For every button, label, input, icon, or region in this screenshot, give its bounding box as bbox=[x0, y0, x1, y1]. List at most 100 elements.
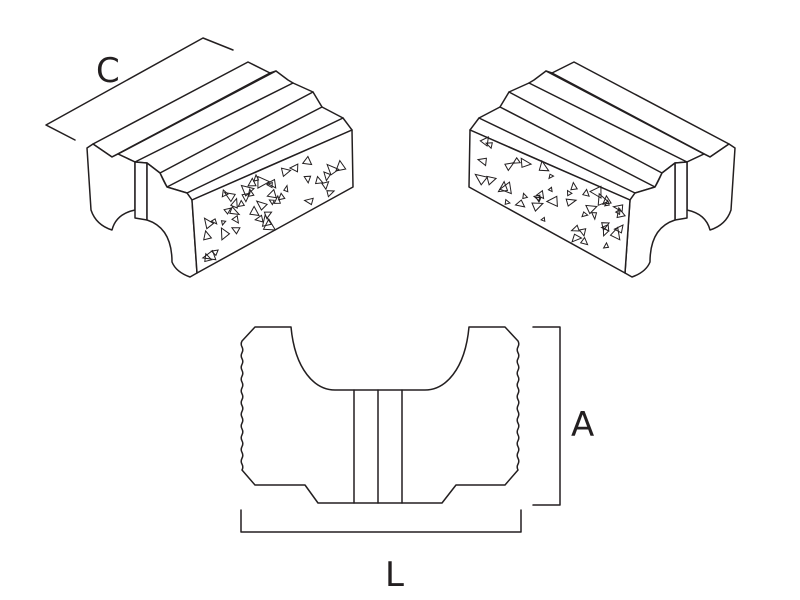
texture-chip bbox=[203, 229, 213, 241]
top-ridge-line bbox=[117, 70, 277, 155]
texture-chip bbox=[602, 226, 610, 238]
texture-chip bbox=[512, 156, 522, 164]
texture-chip bbox=[231, 214, 240, 224]
texture-chip bbox=[210, 249, 219, 257]
top-ridge-line bbox=[478, 117, 636, 194]
dimension-label-a: A bbox=[571, 405, 594, 445]
texture-chip bbox=[570, 224, 580, 232]
texture-chip bbox=[237, 199, 246, 208]
texture-chip bbox=[566, 189, 573, 197]
textured-face bbox=[191, 129, 354, 274]
dimension-bracket-a bbox=[532, 326, 561, 506]
texture-chip bbox=[597, 192, 610, 207]
texture-chip bbox=[254, 214, 264, 223]
texture-chip bbox=[504, 161, 515, 172]
texture-chip bbox=[581, 211, 589, 218]
texture-chip bbox=[229, 205, 241, 216]
texture-chip bbox=[268, 199, 275, 206]
texture-chip bbox=[590, 212, 598, 221]
texture-chip bbox=[504, 198, 511, 205]
texture-chip bbox=[288, 163, 299, 173]
texture-chip bbox=[273, 194, 281, 204]
front-profile-outline bbox=[240, 326, 520, 504]
texture-chip bbox=[570, 181, 579, 191]
texture-chip bbox=[314, 175, 324, 185]
texture-chip bbox=[612, 204, 624, 213]
texture-chip bbox=[538, 159, 550, 172]
top-ridge-line bbox=[499, 106, 656, 188]
texture-chip bbox=[514, 199, 526, 208]
texture-chip bbox=[201, 249, 217, 261]
texture-chip bbox=[603, 199, 610, 207]
texture-chip bbox=[535, 196, 542, 204]
texture-chip bbox=[303, 175, 312, 185]
texture-chip bbox=[484, 142, 493, 150]
texture-chip bbox=[565, 198, 578, 207]
top-ridge-line bbox=[528, 82, 688, 163]
texture-chip bbox=[261, 213, 273, 227]
dimension-line-c bbox=[45, 37, 234, 141]
texture-chip bbox=[326, 190, 336, 198]
texture-chip bbox=[581, 188, 590, 197]
texture-chip bbox=[579, 236, 589, 246]
texture-chip bbox=[266, 178, 277, 189]
dimension-label-l: L bbox=[385, 555, 404, 595]
texture-chip bbox=[257, 175, 271, 189]
texture-chip bbox=[578, 228, 587, 238]
dimension-bracket-l bbox=[240, 509, 522, 533]
isometric-block-right bbox=[468, 61, 736, 278]
block-slot bbox=[134, 161, 148, 221]
texture-chip bbox=[540, 216, 546, 223]
texture-chip bbox=[265, 181, 273, 189]
texture-chip bbox=[221, 189, 229, 198]
texture-chip bbox=[535, 189, 545, 200]
texture-chip bbox=[601, 222, 611, 232]
texture-chip bbox=[522, 192, 529, 200]
texture-chip bbox=[266, 188, 278, 199]
texture-chip bbox=[548, 173, 555, 180]
textured-face bbox=[468, 129, 631, 274]
top-ridge-line bbox=[159, 91, 314, 174]
texture-chip bbox=[609, 226, 621, 241]
dimension-label-c: C bbox=[96, 51, 120, 91]
top-ridge-line bbox=[166, 106, 323, 188]
texture-chip bbox=[247, 187, 255, 198]
texture-chip bbox=[602, 194, 612, 205]
block-end-face-right bbox=[146, 162, 198, 278]
texture-chip bbox=[255, 200, 269, 211]
texture-chip bbox=[283, 184, 289, 193]
texture-chip bbox=[220, 220, 227, 227]
texture-group bbox=[201, 155, 347, 263]
texture-chip bbox=[240, 184, 256, 197]
texture-chip bbox=[571, 233, 583, 243]
texture-chip bbox=[230, 227, 241, 235]
texture-chip bbox=[602, 241, 610, 249]
top-ridge-line bbox=[186, 117, 344, 194]
texture-chip bbox=[323, 171, 332, 182]
texture-chip bbox=[497, 180, 509, 193]
texture-chip bbox=[303, 197, 314, 206]
texture-chip bbox=[545, 195, 558, 208]
texture-chip bbox=[326, 163, 340, 176]
texture-chip bbox=[474, 173, 489, 186]
texture-chip bbox=[547, 186, 553, 193]
texture-chip bbox=[249, 205, 260, 217]
texture-chip bbox=[531, 202, 545, 212]
texture-chip bbox=[220, 226, 231, 241]
texture-chip bbox=[476, 157, 487, 167]
texture-chip bbox=[229, 197, 238, 209]
texture-group bbox=[474, 136, 626, 249]
texture-chip bbox=[588, 185, 602, 199]
texture-chip bbox=[280, 167, 292, 178]
top-ridge-line bbox=[134, 82, 294, 163]
block-slot bbox=[674, 161, 688, 221]
texture-chip bbox=[520, 157, 533, 168]
texture-chip bbox=[585, 204, 598, 215]
texture-chip bbox=[204, 252, 213, 263]
texture-chip bbox=[277, 192, 286, 201]
texture-chip bbox=[486, 175, 498, 186]
texture-chip bbox=[479, 136, 490, 147]
texture-chip bbox=[335, 159, 347, 172]
texture-chip bbox=[253, 173, 260, 182]
